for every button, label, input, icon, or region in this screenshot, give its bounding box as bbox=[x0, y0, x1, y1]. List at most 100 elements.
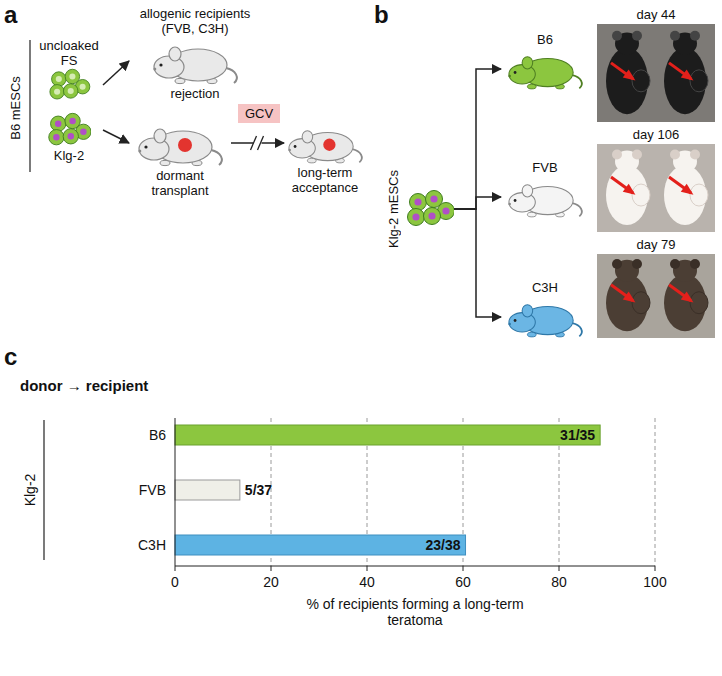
cell bbox=[52, 72, 66, 86]
category-label: FVB bbox=[139, 482, 166, 498]
red-arrow-head bbox=[623, 291, 636, 302]
node-text: C3H bbox=[532, 280, 558, 295]
red-arrow-head bbox=[623, 70, 636, 81]
nucleus bbox=[69, 118, 75, 124]
bar-value: 31/35 bbox=[560, 427, 595, 443]
photo-mouse-ear bbox=[632, 259, 642, 269]
tick-label: 0 bbox=[171, 574, 179, 590]
photo-mouse-ear bbox=[612, 150, 622, 160]
cell bbox=[408, 209, 425, 226]
cell bbox=[50, 85, 64, 99]
teratoma-bump bbox=[632, 70, 650, 92]
nucleus bbox=[68, 88, 74, 94]
photo-ground bbox=[597, 254, 715, 338]
arrow-connector bbox=[103, 130, 129, 143]
teratoma-bump bbox=[690, 70, 708, 92]
nucleus bbox=[412, 213, 419, 220]
node-text: dormant transplant bbox=[130, 168, 230, 198]
photo-mouse-ear bbox=[690, 150, 700, 160]
panel-letter: a bbox=[4, 2, 17, 28]
mouse-icon bbox=[505, 175, 585, 219]
mouse-nose bbox=[138, 150, 141, 153]
transplant-spot bbox=[178, 138, 192, 152]
nucleus bbox=[56, 76, 62, 82]
mouse-icon bbox=[135, 118, 225, 168]
cell bbox=[63, 129, 78, 144]
tick-mark bbox=[463, 566, 464, 571]
strain-mouse: B6 bbox=[502, 32, 588, 91]
photo-mouse-ear bbox=[690, 259, 700, 269]
cell bbox=[424, 208, 441, 225]
mouse-nose bbox=[288, 149, 291, 152]
cell-cluster-icon bbox=[47, 112, 91, 148]
red-arrow-head bbox=[681, 291, 694, 302]
node-text: Klg-2 bbox=[54, 148, 84, 163]
cell-cluster: uncloaked FS bbox=[36, 38, 102, 102]
bar bbox=[175, 480, 240, 500]
axis-title: % of recipients forming a long-term tera… bbox=[300, 596, 530, 628]
red-arrow-head bbox=[681, 184, 694, 195]
nucleus bbox=[68, 133, 74, 139]
mouse-icon bbox=[150, 36, 240, 86]
strain-mouse: C3H bbox=[502, 280, 588, 339]
tick-label: 80 bbox=[551, 574, 567, 590]
cell bbox=[410, 194, 427, 211]
tick-label: 60 bbox=[455, 574, 471, 590]
bar-value: 23/38 bbox=[425, 537, 460, 553]
red-arrow-head bbox=[623, 184, 636, 195]
mouse-eye bbox=[144, 145, 147, 148]
teratoma-bump bbox=[690, 184, 708, 206]
nucleus bbox=[430, 195, 437, 202]
grid-line bbox=[655, 418, 656, 566]
red-arrow-head bbox=[681, 70, 694, 81]
cell-cluster: Klg-2 bbox=[36, 112, 102, 163]
mouse-eye bbox=[514, 71, 517, 74]
mouse-ear bbox=[522, 185, 533, 197]
node-text: rejection bbox=[170, 86, 219, 101]
nucleus bbox=[69, 73, 75, 79]
teratoma-bump bbox=[632, 184, 650, 206]
cell-cluster-icon bbox=[47, 68, 91, 102]
cell bbox=[49, 130, 64, 145]
node-text: FVB bbox=[532, 160, 557, 175]
cell bbox=[63, 84, 77, 98]
cell-group bbox=[49, 113, 91, 145]
bar bbox=[175, 425, 600, 445]
mouse-photo bbox=[597, 144, 715, 232]
mouse-icon bbox=[285, 121, 365, 165]
photo-mouse-ear bbox=[670, 31, 680, 41]
node-text: long-term acceptance bbox=[285, 165, 365, 195]
mouse-tail bbox=[572, 75, 582, 88]
nucleus bbox=[80, 129, 86, 135]
bar bbox=[175, 535, 466, 555]
tick-mark bbox=[175, 566, 176, 571]
mouse-ear bbox=[302, 131, 313, 143]
tick-label: 40 bbox=[359, 574, 375, 590]
treatment-box: GCV bbox=[238, 104, 280, 123]
recipient-mouse: dormant transplant bbox=[130, 118, 230, 198]
recipient-mouse: long-term acceptance bbox=[285, 121, 365, 195]
mouse-ear bbox=[154, 129, 166, 143]
nucleus bbox=[80, 84, 86, 90]
tick-mark bbox=[655, 566, 656, 571]
nucleus bbox=[414, 198, 421, 205]
teratoma-bump bbox=[690, 292, 708, 314]
photo-mouse-ear bbox=[632, 150, 642, 160]
mouse-tail bbox=[226, 68, 237, 83]
day-label: day 79 bbox=[636, 237, 675, 253]
category-label: C3H bbox=[138, 537, 166, 553]
mouse-photo bbox=[597, 254, 715, 338]
mouse-tail bbox=[211, 150, 222, 165]
cell-cluster-icon bbox=[406, 189, 454, 229]
nucleus bbox=[442, 207, 449, 214]
node-text: GCV bbox=[245, 106, 273, 121]
ticks bbox=[175, 566, 655, 571]
photo-ground bbox=[597, 24, 715, 122]
bars bbox=[175, 425, 600, 555]
nucleus bbox=[54, 89, 60, 95]
nucleus bbox=[428, 212, 435, 219]
mouse-tail bbox=[352, 149, 362, 162]
mouse-icon bbox=[505, 47, 585, 91]
mouse-tail bbox=[572, 203, 582, 216]
mouse-ear bbox=[522, 57, 533, 69]
